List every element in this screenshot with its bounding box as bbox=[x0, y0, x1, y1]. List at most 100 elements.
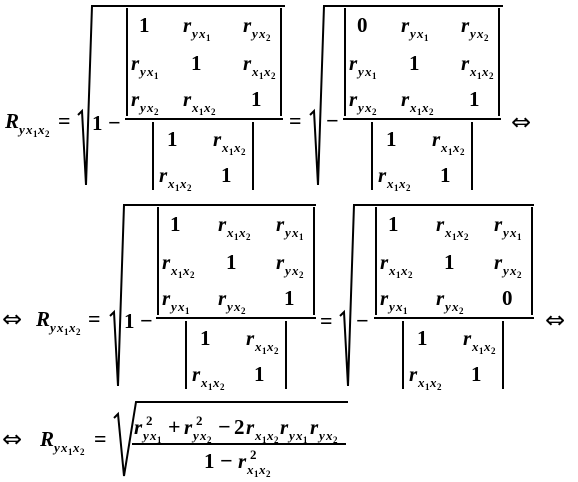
matrix-entry-one: 1 bbox=[254, 362, 265, 386]
minus-sign: − bbox=[220, 448, 233, 473]
matrix-entry-one: 1 bbox=[139, 13, 150, 37]
sub-x: x bbox=[72, 440, 80, 455]
matrix-entry-one: 1 bbox=[191, 51, 202, 75]
sub-x: x bbox=[149, 428, 157, 443]
sub-x: x bbox=[509, 263, 517, 278]
sub-x: x bbox=[56, 320, 64, 335]
r-letter: r bbox=[463, 326, 472, 350]
sub-index: 1 bbox=[262, 346, 267, 356]
sub-x: x bbox=[254, 428, 262, 443]
sub-index: 1 bbox=[64, 327, 69, 337]
sub-index: 1 bbox=[403, 306, 408, 316]
r-letter: r bbox=[183, 87, 192, 111]
sub-index: 2 bbox=[45, 129, 50, 139]
r-letter: r bbox=[461, 51, 470, 75]
sub-index: 1 bbox=[372, 71, 377, 81]
matrix-entry-one: 1 bbox=[417, 326, 428, 350]
sub-index: 1 bbox=[229, 147, 234, 157]
sub-index: 2 bbox=[207, 435, 212, 445]
plus-sign: + bbox=[168, 414, 181, 439]
sub-index: 2 bbox=[190, 270, 195, 280]
sub-index: 2 bbox=[187, 183, 192, 193]
sub-index: 2 bbox=[76, 327, 81, 337]
radical-sign bbox=[339, 204, 534, 387]
matrix-entry-one: 1 bbox=[471, 362, 482, 386]
r-letter: r bbox=[436, 286, 445, 310]
sub-x: x bbox=[68, 320, 76, 335]
sub-y: y bbox=[48, 320, 56, 335]
r-letter: r bbox=[280, 415, 289, 439]
sub-index: 1 bbox=[199, 107, 204, 117]
sub-index: 1 bbox=[396, 270, 401, 280]
r-letter: r bbox=[218, 212, 227, 236]
sub-index: 1 bbox=[394, 183, 399, 193]
sub-y: y bbox=[387, 299, 395, 314]
r-letter: r bbox=[192, 362, 201, 386]
sub-index: 1 bbox=[477, 71, 482, 81]
R-letter: R bbox=[4, 109, 19, 133]
sub-x: x bbox=[471, 339, 479, 354]
r-letter: r bbox=[159, 163, 168, 187]
r-letter: r bbox=[349, 87, 358, 111]
r-letter: r bbox=[380, 286, 389, 310]
sub-x: x bbox=[198, 26, 206, 41]
sub-index: 1 bbox=[68, 447, 73, 457]
sub-x: x bbox=[182, 263, 190, 278]
r-letter: r bbox=[494, 250, 503, 274]
r-letter: r bbox=[246, 415, 255, 439]
matrix-entry-one: 1 bbox=[251, 87, 262, 111]
numeral-one: 1 bbox=[124, 309, 135, 333]
sub-index: 2 bbox=[299, 270, 304, 280]
sub-index: 1 bbox=[154, 71, 159, 81]
sub-x: x bbox=[416, 26, 424, 41]
minus-sign: − bbox=[218, 414, 231, 439]
sub-x: x bbox=[469, 64, 477, 79]
r-letter: r bbox=[494, 212, 503, 236]
sub-y: y bbox=[468, 26, 476, 41]
sub-x: x bbox=[409, 100, 417, 115]
sub-index: 1 bbox=[254, 469, 259, 479]
sub-index: 1 bbox=[479, 346, 484, 356]
sub-x: x bbox=[444, 225, 452, 240]
sub-y: y bbox=[225, 299, 233, 314]
sub-x: x bbox=[263, 64, 271, 79]
equals-sign: = bbox=[88, 306, 101, 331]
r-letter: r bbox=[183, 13, 192, 37]
sub-y: y bbox=[501, 263, 509, 278]
sub-index: 1 bbox=[448, 147, 453, 157]
sub-index: 2 bbox=[333, 435, 338, 445]
sub-y: y bbox=[191, 428, 199, 443]
r-letter: r bbox=[378, 163, 387, 187]
minus-sign: − bbox=[108, 110, 121, 135]
sub-index: 1 bbox=[178, 270, 183, 280]
sub-x: x bbox=[429, 375, 437, 390]
sub-x: x bbox=[203, 100, 211, 115]
sub-x: x bbox=[440, 140, 448, 155]
r-letter: r bbox=[218, 286, 227, 310]
sub-index: 1 bbox=[175, 183, 180, 193]
sub-index: 1 bbox=[185, 306, 190, 316]
equivalence-arrow: ⇔ bbox=[511, 108, 531, 136]
sub-index: 2 bbox=[241, 306, 246, 316]
matrix-entry-one: 1 bbox=[409, 51, 420, 75]
sub-x: x bbox=[167, 176, 175, 191]
matrix-entry-zero: 0 bbox=[502, 286, 513, 310]
sub-index: 2 bbox=[220, 382, 225, 392]
sub-y: y bbox=[356, 100, 364, 115]
sub-x: x bbox=[291, 263, 299, 278]
